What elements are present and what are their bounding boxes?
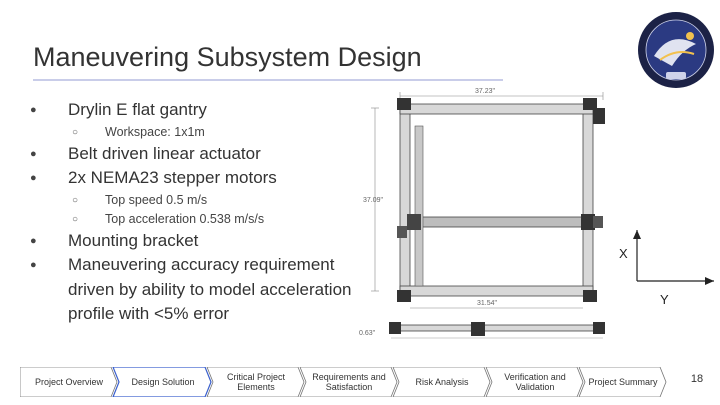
y-axis-label: Y bbox=[660, 292, 669, 307]
nav-chevron bbox=[578, 367, 667, 397]
arrow-up-icon bbox=[633, 230, 641, 239]
dim-inner-label: 31.54" bbox=[477, 300, 498, 307]
bullet-list: Drylin E flat gantry Workspace: 1x1m Bel… bbox=[30, 98, 360, 327]
nav-chevron bbox=[392, 367, 491, 397]
arrow-right-icon bbox=[705, 277, 714, 285]
cast-logo bbox=[638, 12, 714, 88]
dim-height-label: 0.63" bbox=[359, 330, 376, 337]
sub-bullet-item: Workspace: 1x1m bbox=[30, 123, 360, 142]
bullet-item: Maneuvering accuracy requirement driven … bbox=[30, 253, 360, 327]
nav-chevron bbox=[206, 367, 305, 397]
nav-chevron-active bbox=[112, 367, 212, 397]
title-underline bbox=[33, 79, 503, 81]
bullet-item: Belt driven linear actuator bbox=[30, 142, 360, 167]
slide-title: Maneuvering Subsystem Design bbox=[33, 42, 422, 72]
nav-chevron bbox=[20, 367, 118, 397]
nav-chevron bbox=[299, 367, 398, 397]
nav-chevron bbox=[485, 367, 584, 397]
nav-item-requirements[interactable]: Requirements and Satisfaction bbox=[312, 371, 386, 393]
nav-item-project-overview[interactable]: Project Overview bbox=[34, 376, 104, 387]
dim-side-label: 37.09" bbox=[363, 197, 384, 204]
nav-item-verification[interactable]: Verification and Validation bbox=[504, 371, 566, 393]
bullet-item: Drylin E flat gantry bbox=[30, 98, 360, 123]
bullet-item: 2x NEMA23 stepper motors bbox=[30, 166, 360, 191]
bullet-item: Mounting bracket bbox=[30, 229, 360, 254]
nav-item-risk-analysis[interactable]: Risk Analysis bbox=[415, 376, 469, 387]
sub-bullet-item: Top speed 0.5 m/s bbox=[30, 191, 360, 210]
x-axis-label: X bbox=[619, 246, 628, 261]
nav-item-critical-project-elements[interactable]: Critical Project Elements bbox=[226, 371, 285, 393]
gantry-drawing: 37.23" 37.09" 31.54" 0.63" bbox=[359, 88, 605, 339]
section-nav: Project Overview Design Solution Critica… bbox=[20, 367, 670, 397]
nav-item-design-solution[interactable]: Design Solution bbox=[131, 376, 195, 387]
dim-top-label: 37.23" bbox=[475, 88, 496, 95]
page-number: 18 bbox=[690, 373, 704, 385]
sub-bullet-item: Top acceleration 0.538 m/s/s bbox=[30, 210, 360, 229]
nav-item-project-summary[interactable]: Project Summary bbox=[588, 376, 658, 387]
nav-chevrons bbox=[20, 367, 667, 397]
axis-indicator: X Y bbox=[619, 230, 714, 307]
